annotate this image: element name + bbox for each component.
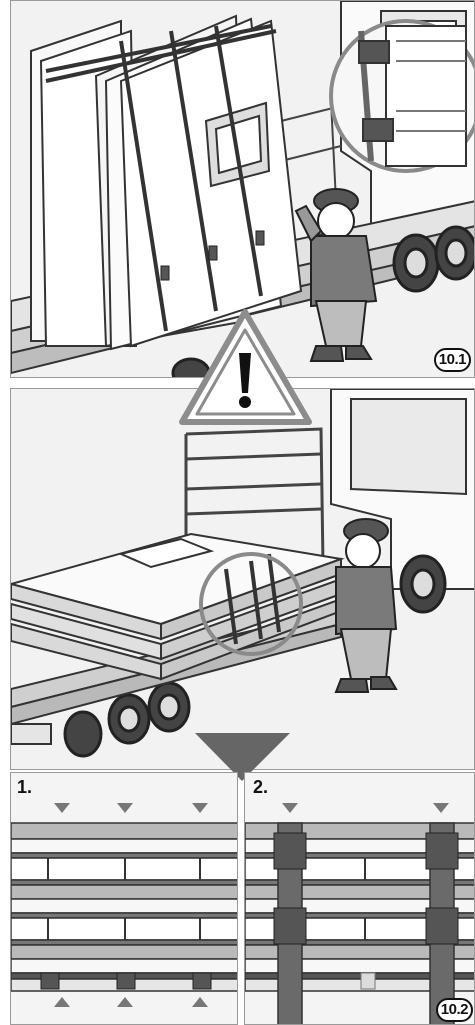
step-2-panel: 2. xyxy=(244,772,475,1025)
step-1-panel: 1. xyxy=(10,772,238,1025)
figure-number-badge: 10.2 xyxy=(436,998,473,1022)
bottom-markers xyxy=(54,997,208,1007)
worker-figure xyxy=(336,519,396,692)
step-2-diagram xyxy=(245,773,475,1025)
panel-layers xyxy=(11,823,238,991)
top-markers xyxy=(282,803,449,813)
figure-number-badge: 10.1 xyxy=(434,348,471,372)
step-1-diagram xyxy=(11,773,238,1025)
warning-triangle-icon xyxy=(178,308,313,426)
figure-middle-panel xyxy=(10,388,475,770)
horizontal-panels-illustration xyxy=(11,389,475,770)
timber-blocks xyxy=(361,973,375,989)
top-markers xyxy=(54,803,208,813)
